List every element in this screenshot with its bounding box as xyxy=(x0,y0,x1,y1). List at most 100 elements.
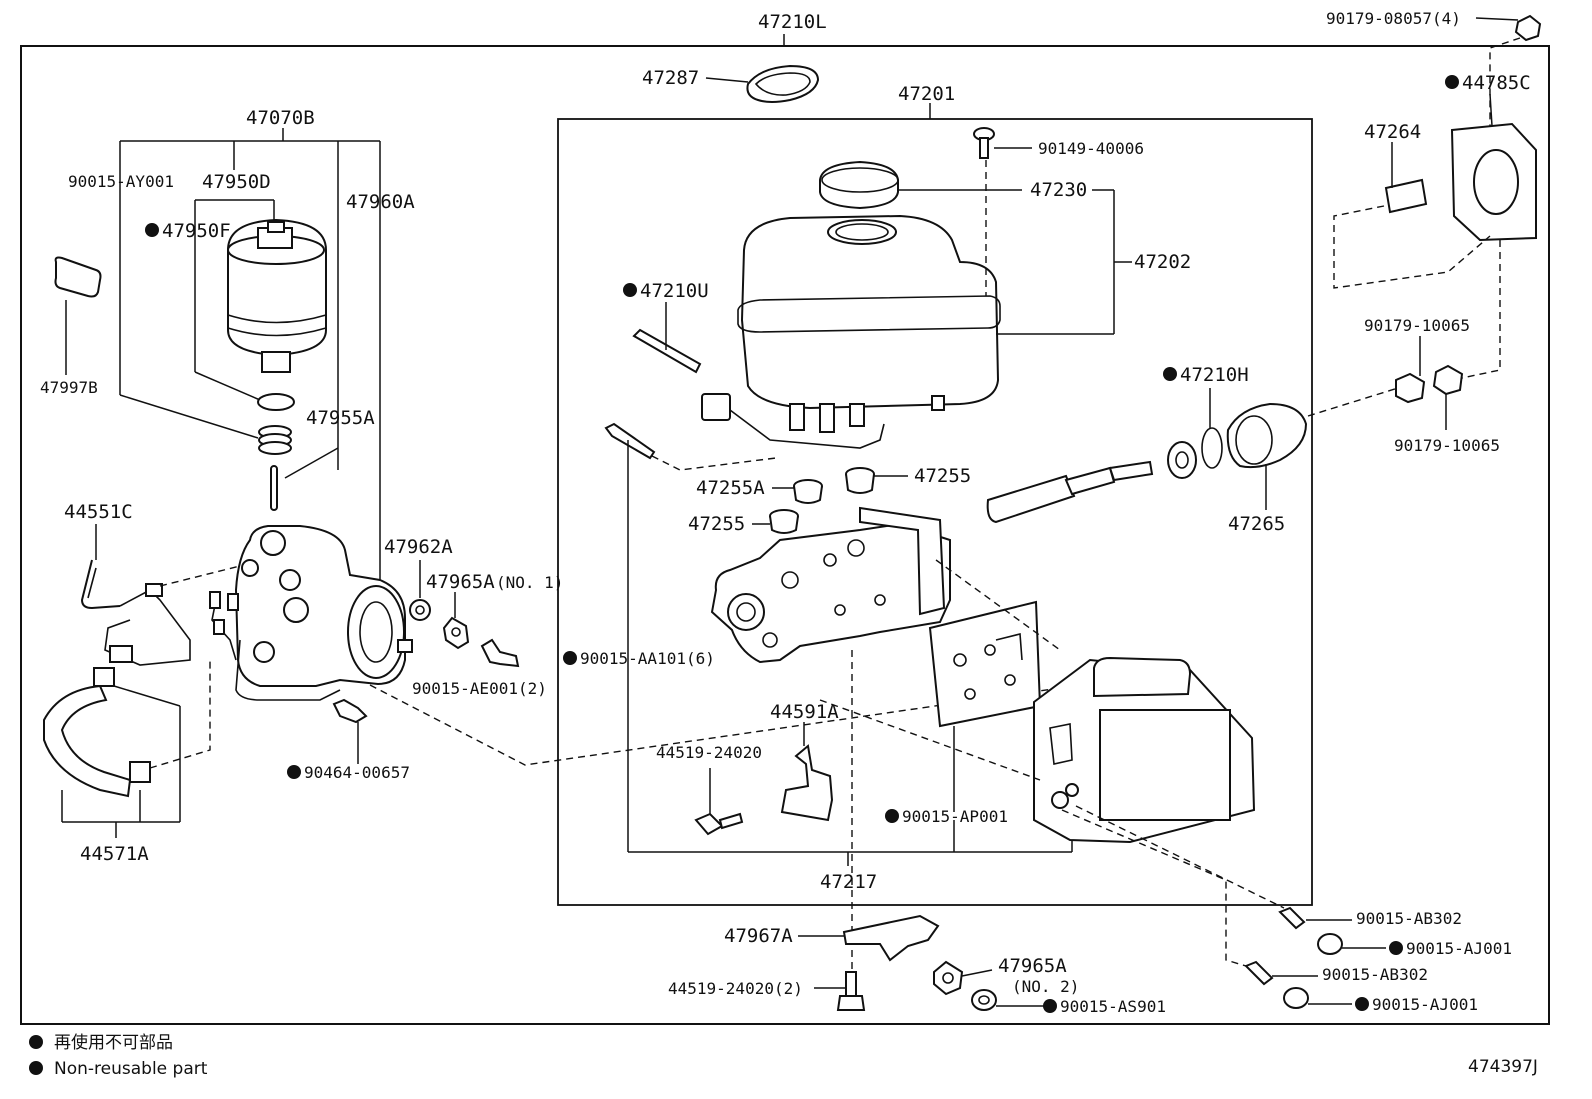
label-44551C: 44551C xyxy=(64,501,133,523)
bolt-90015-AE001[interactable] xyxy=(480,638,520,668)
label-44571A: 44571A xyxy=(80,843,149,865)
bolt-90015-AA101[interactable] xyxy=(604,422,656,460)
label-90015-AY001: 90015-AY001 xyxy=(68,172,174,191)
bolt-90015-AB302-b[interactable] xyxy=(1244,960,1274,986)
dash-left-2 xyxy=(149,660,211,769)
label-90179-10065-a: 90179-10065 xyxy=(1364,316,1470,335)
label-44519-24020: 44519-24020 xyxy=(656,743,762,762)
label-47950D: 47950D xyxy=(202,171,271,193)
nut-90015-AJ001-b[interactable] xyxy=(1283,987,1309,1009)
dash-center-cross xyxy=(819,699,1041,781)
bolt-90015-AB302-a[interactable] xyxy=(1278,906,1306,930)
leader-47287 xyxy=(705,77,749,83)
pin-47955A[interactable] xyxy=(270,465,278,511)
outer-frame xyxy=(20,45,1550,1025)
label-47255A: 47255A xyxy=(696,477,765,499)
bracket-47070B xyxy=(119,128,381,585)
seal-47255A[interactable] xyxy=(793,479,823,504)
nonreusable-dot-aa101 xyxy=(563,651,577,665)
nonreusable-dot-47210U xyxy=(623,283,637,297)
dash-center-diagonal xyxy=(935,559,1061,651)
label-90015-AE001: 90015-AE001(2) xyxy=(412,679,547,698)
seal-47210H[interactable] xyxy=(1167,441,1197,479)
seal-47255-upper[interactable] xyxy=(845,467,875,494)
label-47210U: 47210U xyxy=(640,280,709,302)
accumulator-47950F[interactable] xyxy=(227,218,327,373)
boot-47265[interactable] xyxy=(1226,402,1308,469)
piston-rod-47210H[interactable] xyxy=(986,460,1154,524)
control-plate[interactable] xyxy=(928,600,1042,728)
bracket-44591A[interactable] xyxy=(780,744,834,822)
bracket-47967A[interactable] xyxy=(842,914,940,962)
gasket-47287[interactable] xyxy=(746,64,820,103)
abs-control-unit[interactable] xyxy=(1033,656,1256,844)
dash-47264 xyxy=(1333,205,1491,289)
pad-47264[interactable] xyxy=(1384,178,1428,214)
reservoir-tank-47202[interactable] xyxy=(737,214,1001,433)
label-90179-08057: 90179-08057(4) xyxy=(1326,9,1461,28)
label-47965A-no1: 47965A xyxy=(426,571,495,593)
label-90015-AB302-b: 90015-AB302 xyxy=(1322,965,1428,984)
snap-ring-47210H[interactable] xyxy=(1201,427,1223,469)
inner-frame-47201 xyxy=(557,118,1313,906)
bolt-44519-24020[interactable] xyxy=(694,812,744,836)
label-47997B: 47997B xyxy=(40,378,98,397)
nonreusable-dot-47210H xyxy=(1163,367,1177,381)
label-44519-24020-2: 44519-24020(2) xyxy=(668,979,803,998)
label-47967A: 47967A xyxy=(724,925,793,947)
bleeder-90179-10065-b[interactable] xyxy=(1432,364,1464,396)
pin-47210U[interactable] xyxy=(632,328,702,374)
bolt-44519-24020-2[interactable] xyxy=(836,971,866,1011)
nonreusable-dot-47950F xyxy=(145,223,159,237)
clip-47997B[interactable] xyxy=(54,256,102,298)
reservoir-sensor-connector[interactable] xyxy=(701,393,885,449)
label-90015-AJ001-b: 90015-AJ001 xyxy=(1372,995,1478,1014)
connector-47965A-no2[interactable] xyxy=(933,960,964,996)
label-47960A: 47960A xyxy=(346,191,415,213)
legend-dot-en xyxy=(29,1061,43,1075)
label-47217: 47217 xyxy=(820,871,877,893)
leader-44785C xyxy=(1489,93,1493,127)
label-47962A: 47962A xyxy=(384,536,453,558)
grommet-90015-AS901[interactable] xyxy=(971,989,997,1011)
label-47965A-no2: 47965A xyxy=(998,955,1067,977)
clamp-90464-00657[interactable] xyxy=(332,698,368,724)
dash-left-1 xyxy=(159,565,241,587)
label-90015-AS901: 90015-AS901 xyxy=(1060,997,1166,1016)
connector-47965A-no1[interactable] xyxy=(442,616,470,650)
dash-right-bottom-2 xyxy=(1061,809,1247,967)
dash-aa101 xyxy=(651,455,777,471)
label-47201: 47201 xyxy=(898,83,955,105)
label-47287: 47287 xyxy=(642,67,699,89)
bracket-44571A xyxy=(61,685,181,838)
pipe-bracket-44551C[interactable] xyxy=(80,559,191,666)
reservoir-cap-47230[interactable] xyxy=(819,160,899,210)
bleeder-90179-10065-a[interactable] xyxy=(1395,372,1426,404)
nut-90015-AJ001-a[interactable] xyxy=(1317,933,1343,955)
label-47255-upper: 47255 xyxy=(914,465,971,487)
label-47070B: 47070B xyxy=(246,107,315,129)
label-47955A: 47955A xyxy=(306,407,375,429)
label-47264: 47264 xyxy=(1364,121,1421,143)
nonreusable-dot-90464 xyxy=(287,765,301,779)
dash-left-3 xyxy=(369,684,1061,766)
label-90015-AP001: 90015-AP001 xyxy=(902,807,1008,826)
legend-text-en: Non-reusable part xyxy=(54,1059,208,1079)
dash-90179-10065 xyxy=(1307,387,1399,417)
pump-wiring-connectors[interactable] xyxy=(209,591,239,661)
nonreusable-dot-aj001-b xyxy=(1355,997,1369,1011)
seal-47255-lower[interactable] xyxy=(769,509,799,534)
nut-90179-08057[interactable] xyxy=(1514,14,1542,42)
gasket-44785C[interactable] xyxy=(1450,122,1537,242)
spring-47955A[interactable] xyxy=(258,425,292,455)
grommet-47962A[interactable] xyxy=(409,599,431,621)
legend-text-jp: 再使用不可部品 xyxy=(54,1032,173,1053)
nonreusable-dot-44785C xyxy=(1445,75,1459,89)
label-44591A: 44591A xyxy=(770,701,839,723)
o-ring-47950F[interactable] xyxy=(257,393,295,411)
label-90179-10065-b: 90179-10065 xyxy=(1394,436,1500,455)
screw-90149-40006[interactable] xyxy=(973,127,995,159)
master-cylinder-body[interactable] xyxy=(710,506,951,664)
hose-44571A[interactable] xyxy=(43,667,151,798)
pump-motor-assembly[interactable] xyxy=(234,525,413,701)
